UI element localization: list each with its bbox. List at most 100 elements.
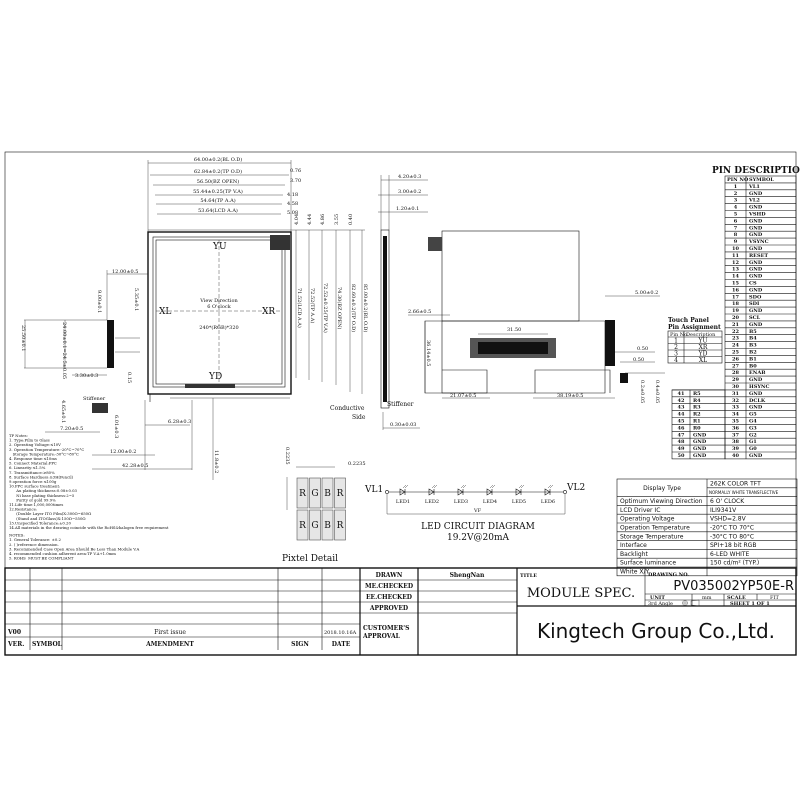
dim-tp-va-height: 72.52±0.25(TP V.A) (322, 283, 329, 333)
subpixel-cell (334, 477, 346, 509)
side-dim-2: 1.20±0.1 (396, 206, 419, 212)
label-xl: XL (159, 307, 171, 317)
subpixel-cell (334, 509, 346, 541)
pin-symbol: VL1 (748, 184, 760, 190)
dim-bl-od-width: 64.00±0.2(BL O.D) (194, 156, 242, 163)
subpixel-cell (309, 477, 321, 509)
note-line: 5. Connect Material:FPC (9, 461, 57, 466)
led-icon (428, 484, 438, 496)
pin-number: 39 (732, 446, 739, 452)
pin-number: 40 (732, 453, 739, 459)
spec-label: Display Type (643, 485, 681, 492)
note-line: 5. ROHS MUST BE COMPLIANT (9, 556, 74, 561)
spec-value: ILI9341V (710, 507, 737, 514)
spec-value: -30°C TO 80°C (710, 533, 754, 540)
pin-symbol: GND (749, 377, 763, 383)
pin-number: 34 (732, 412, 739, 418)
pin-symbol: RESET (749, 253, 768, 259)
note-line: 2. Operating Voltage:≤10V (9, 442, 61, 447)
subpixel-label: B (324, 489, 331, 499)
led-label: LED3 (454, 499, 468, 505)
dim-left-12: 6.01±0.3 (113, 415, 119, 438)
led-circuit-diagram: VL1 VL2 VF LED CIRCUIT DIAGRAM 19.2V@20m… (364, 483, 585, 543)
subpixel-cell (309, 509, 321, 541)
tp-header-pin: Pin No. (670, 332, 689, 338)
note-line: 13.Unspecified Tolerance:±0.20 (9, 520, 71, 525)
pin-symbol: GND (693, 446, 707, 452)
drawing-number: PV035002YP50E-R (673, 579, 794, 594)
role-drawn: DRAWN (376, 572, 403, 579)
dim-tr-4: 5.08 (287, 210, 298, 216)
subpixel-cell (321, 509, 334, 541)
pixel-detail-title: Pixtel Detail (282, 554, 338, 564)
back-dim-6: 0.50 (637, 346, 648, 352)
pin-number: 36 (732, 425, 739, 431)
pin-symbol: G1 (749, 439, 757, 445)
spec-value: -20°C TO 70°C (710, 525, 754, 532)
header-amendment: AMENDMENT (145, 641, 194, 648)
pin-number: 28 (732, 370, 739, 376)
pin-number: 12 (732, 260, 739, 266)
drawn-by: ShengNan (450, 572, 485, 579)
tp-pin-4: 4 (674, 357, 678, 364)
pin-number: 43 (678, 405, 685, 411)
pin-symbol: GND (749, 232, 763, 238)
header-ver: VER. (7, 641, 24, 648)
tp-header-desc: Description (686, 332, 716, 338)
dim-rs-2: 4.86 (320, 214, 326, 225)
note-line: Ni base plating thickness:2~5 (9, 493, 75, 498)
pin-number: 20 (732, 315, 739, 321)
pin-symbol: HSYNC (749, 384, 769, 390)
scale-label: SCALE (727, 595, 746, 601)
pin-number: 17 (732, 294, 739, 300)
pin-number: 21 (732, 322, 739, 328)
vl1-label: VL1 (364, 485, 383, 495)
led-icon (544, 484, 554, 496)
role-me-checked: ME.CHECKED (365, 583, 413, 590)
side-dim-3: 0.30±0.03 (390, 422, 416, 428)
dim-left-8: 4.65±0.1 (60, 400, 66, 423)
role-approved: APPROVED (369, 605, 408, 612)
pixel-pitch-h: 0.2235 (348, 461, 366, 467)
dim-left-5: 3.30±0.3 (75, 373, 98, 379)
dim-left-10: 12.00±0.2 (110, 449, 136, 455)
pin-symbol: GND (749, 260, 763, 266)
pin-symbol: G0 (749, 446, 757, 452)
pin-symbol: SCL (749, 315, 761, 321)
pin-symbol: G2 (749, 432, 757, 438)
dim-left-11: 42.28±0.5 (122, 463, 148, 469)
dim-lcd-aa-width: 53.64(LCD A.A) (198, 207, 238, 214)
pin-number: 8 (734, 232, 738, 238)
pin-number: 46 (678, 425, 685, 431)
subpixel-label: R (299, 521, 306, 531)
pin-number: 2 (734, 191, 738, 197)
unit-value: mm (702, 595, 712, 601)
pin-symbol: GND (749, 218, 763, 224)
note-line: Au plating thickness:0.08±0.03 (9, 488, 78, 493)
pin-symbol: GND (749, 308, 763, 314)
pin-number: 44 (678, 412, 685, 418)
pin-symbol: SDI (749, 301, 760, 307)
drawing-no-label: DRAWING NO. (648, 572, 689, 578)
side-label: Side (352, 414, 366, 421)
pin-number: 30 (732, 384, 739, 390)
pin-symbol: GND (749, 391, 763, 397)
pin-symbol: R1 (693, 419, 701, 425)
led-icon (515, 484, 525, 496)
tp-desc-4: XL (699, 357, 707, 364)
back-dim-8: 0.2±0.05 (639, 380, 645, 403)
led-icon (399, 484, 409, 496)
pin-number: 24 (732, 343, 739, 349)
vl2-label: VL2 (566, 483, 585, 493)
spec-value: 6 O' CLOCK (710, 498, 745, 505)
pin-number: 4 (734, 205, 738, 211)
pin-symbol: GND (749, 322, 763, 328)
revision-date: 2018.10.16A (324, 630, 357, 636)
document-title: MODULE SPEC. (527, 586, 635, 601)
pin-symbol: VSHD (748, 212, 766, 218)
back-dim-0: 2.66±0.5 (408, 309, 431, 315)
